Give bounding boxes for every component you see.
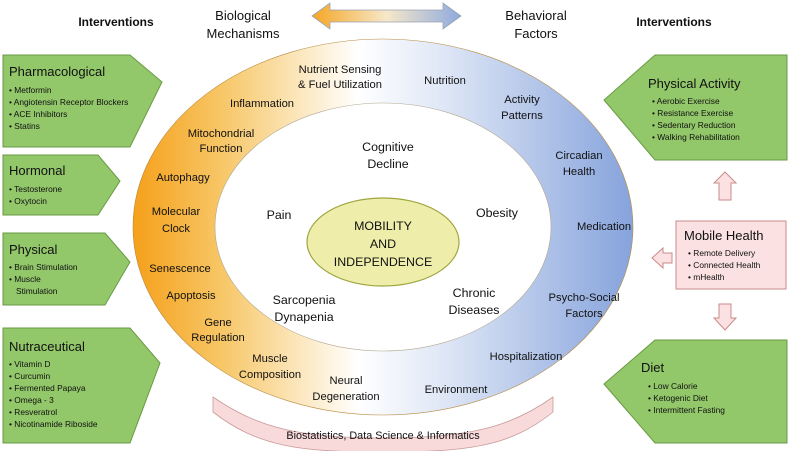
behavior-environment: Environment bbox=[425, 384, 489, 396]
mechanism-gene-regulation-2: Regulation bbox=[191, 332, 245, 344]
box-item: • Connected Health bbox=[688, 260, 761, 270]
right-box-physical-activity: Physical Activity • Aerobic Exercise • R… bbox=[603, 54, 788, 161]
behavior-circadian-health-2: Health bbox=[563, 166, 595, 178]
condition-sarcopenia-2: Dynapenia bbox=[274, 310, 333, 324]
mechanism-mitochondrial-1: Mitochondrial bbox=[188, 128, 255, 140]
mechanism-senescence: Senescence bbox=[149, 263, 211, 275]
behavior-hospitalization: Hospitalization bbox=[490, 351, 563, 363]
center-mobility: MOBILITY bbox=[354, 219, 412, 233]
box-item: • Walking Rehabilitation bbox=[652, 132, 740, 142]
box-item: • Metformin bbox=[9, 85, 52, 95]
left-box-hormonal: Hormonal • Testosterone • Oxytocin bbox=[2, 154, 121, 216]
box-title: Physical Activity bbox=[648, 76, 741, 91]
right-interventions-header: Interventions bbox=[636, 15, 712, 29]
box-item: • Vitamin D bbox=[9, 359, 50, 369]
box-title: Physical bbox=[9, 242, 58, 257]
box-item: • ACE Inhibitors bbox=[9, 109, 67, 119]
mechanism-autophagy: Autophagy bbox=[156, 172, 210, 184]
box-item: • Ketogenic Diet bbox=[648, 393, 708, 403]
box-item: • Brain Stimulation bbox=[9, 262, 78, 272]
mechanism-muscle-composition-2: Composition bbox=[239, 369, 301, 381]
mechanism-nutrient-sensing-2: & Fuel Utilization bbox=[298, 79, 382, 91]
box-item: • Curcumin bbox=[9, 371, 50, 381]
mechanism-apoptosis: Apoptosis bbox=[166, 290, 216, 302]
box-item: • Sedentary Reduction bbox=[652, 120, 736, 130]
behavior-psycho-social-2: Factors bbox=[565, 308, 603, 320]
box-item: • Resveratrol bbox=[9, 407, 57, 417]
biological-header-line2: Mechanisms bbox=[207, 26, 280, 41]
box-item: • Aerobic Exercise bbox=[652, 96, 720, 106]
box-item: • Nicotinamide Riboside bbox=[9, 419, 98, 429]
box-item: • Omega - 3 bbox=[9, 395, 54, 405]
biological-header-line1: Biological bbox=[215, 8, 271, 23]
behavior-circadian-health-1: Circadian bbox=[555, 150, 602, 162]
behavioral-header-line2: Factors bbox=[514, 26, 558, 41]
behavior-activity-patterns-2: Patterns bbox=[501, 110, 543, 122]
box-item: • Remote Delivery bbox=[688, 248, 756, 258]
mechanism-nutrient-sensing-1: Nutrient Sensing bbox=[299, 64, 382, 76]
mechanism-gene-regulation-1: Gene bbox=[204, 317, 231, 329]
down-arrow-icon bbox=[712, 303, 738, 331]
box-title: Hormonal bbox=[9, 163, 65, 178]
bottom-arc-band bbox=[212, 396, 554, 451]
mechanism-neural-degeneration-2: Degeneration bbox=[312, 391, 379, 403]
box-title: Nutraceutical bbox=[9, 339, 85, 354]
box-item-continuation: Stimulation bbox=[16, 286, 58, 296]
mechanism-molecular-clock-2: Clock bbox=[162, 223, 190, 235]
box-item: • Fermented Papaya bbox=[9, 383, 86, 393]
mechanism-neural-degeneration-1: Neural bbox=[330, 375, 363, 387]
behavioral-header-line1: Behavioral bbox=[505, 8, 567, 23]
left-box-pharmacological: Pharmacological • Metformin • Angiotensi… bbox=[2, 54, 163, 148]
center-ellipse bbox=[306, 197, 460, 287]
box-title: Mobile Health bbox=[684, 228, 764, 243]
mechanism-mitochondrial-2: Function bbox=[200, 143, 243, 155]
condition-sarcopenia-1: Sarcopenia bbox=[273, 293, 336, 307]
mechanism-molecular-clock-1: Molecular bbox=[152, 206, 201, 218]
box-item: • Angiotensin Receptor Blockers bbox=[9, 97, 128, 107]
box-item: • mHealth bbox=[688, 272, 725, 282]
behavior-activity-patterns-1: Activity bbox=[504, 94, 540, 106]
center-independence: INDEPENDENCE bbox=[334, 255, 432, 269]
bottom-arc-label: Biostatistics, Data Science & Informatic… bbox=[286, 430, 480, 442]
behavior-psycho-social-1: Psycho-Social bbox=[549, 292, 620, 304]
box-item: • Resistance Exercise bbox=[652, 108, 733, 118]
behavior-medication: Medication bbox=[577, 221, 631, 233]
condition-pain: Pain bbox=[267, 208, 292, 222]
mechanism-inflammation: Inflammation bbox=[230, 98, 294, 110]
double-arrow-icon bbox=[311, 2, 462, 30]
box-item: • Low Calorie bbox=[648, 381, 698, 391]
condition-cognitive-decline-2: Decline bbox=[367, 157, 408, 171]
box-title: Diet bbox=[641, 360, 665, 375]
condition-chronic-diseases-2: Diseases bbox=[449, 303, 500, 317]
left-arrow-icon bbox=[651, 246, 673, 270]
box-item: • Oxytocin bbox=[9, 196, 47, 206]
box-title: Pharmacological bbox=[9, 64, 105, 79]
box-item: • Muscle bbox=[9, 274, 41, 284]
right-box-diet: Diet • Low Calorie • Ketogenic Diet • In… bbox=[603, 339, 788, 444]
up-arrow-icon bbox=[712, 171, 738, 201]
center-and: AND bbox=[370, 237, 396, 251]
condition-obesity: Obesity bbox=[476, 206, 519, 220]
box-item: • Intermittent Fasting bbox=[648, 405, 725, 415]
box-item: • Statins bbox=[9, 121, 40, 131]
condition-chronic-diseases-1: Chronic bbox=[453, 286, 496, 300]
left-interventions-header: Interventions bbox=[78, 15, 154, 29]
right-box-mobile-health: Mobile Health • Remote Delivery • Connec… bbox=[675, 220, 787, 290]
behavior-nutrition: Nutrition bbox=[424, 75, 466, 87]
condition-cognitive-decline-1: Cognitive bbox=[362, 140, 414, 154]
left-box-physical: Physical • Brain Stimulation • Muscle St… bbox=[2, 232, 131, 306]
left-box-nutraceutical: Nutraceutical • Vitamin D • Curcumin • F… bbox=[2, 327, 161, 444]
box-item: • Testosterone bbox=[9, 184, 62, 194]
mechanism-muscle-composition-1: Muscle bbox=[252, 353, 287, 365]
